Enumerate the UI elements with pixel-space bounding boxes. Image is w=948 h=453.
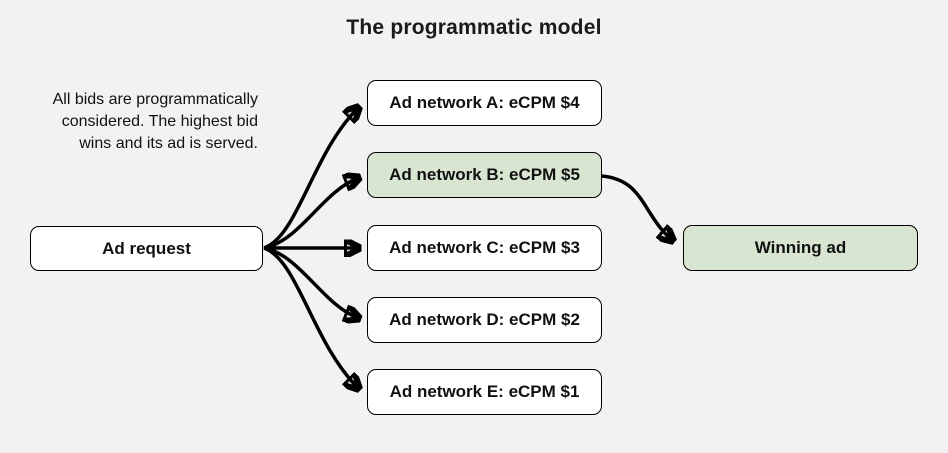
arrow-request-to-network-e <box>263 246 358 388</box>
ad-network-a-node: Ad network A: eCPM $4 <box>367 80 602 126</box>
arrow-request-to-network-a <box>263 108 358 250</box>
ad-network-e-label: Ad network E: eCPM $1 <box>389 382 580 401</box>
diagram-title: The programmatic model <box>346 16 602 39</box>
diagram-description: All bids are programmatically considered… <box>8 89 258 155</box>
ad-request-node: Ad request <box>30 226 263 271</box>
description-line: considered. The highest bid <box>61 113 258 130</box>
arrow-request-to-network-b <box>263 178 358 250</box>
winning-ad-node: Winning ad <box>683 225 918 271</box>
ad-network-b-node: Ad network B: eCPM $5 <box>367 152 602 198</box>
description-line: All bids are programmatically <box>52 91 258 108</box>
winning-ad-label: Winning ad <box>754 238 847 257</box>
ad-network-c-node: Ad network C: eCPM $3 <box>367 225 602 271</box>
ad-network-e-node: Ad network E: eCPM $1 <box>367 369 602 415</box>
arrow-request-to-network-d <box>263 246 358 318</box>
ad-network-d-label: Ad network D: eCPM $2 <box>389 310 580 329</box>
ad-network-d-node: Ad network D: eCPM $2 <box>367 297 602 343</box>
ad-network-b-label: Ad network B: eCPM $5 <box>389 165 580 184</box>
arrow-network-b-to-winning-ad <box>601 174 672 240</box>
ad-request-label: Ad request <box>102 238 191 258</box>
description-line: wins and its ad is served. <box>79 135 258 152</box>
ad-network-c-label: Ad network C: eCPM $3 <box>389 238 580 257</box>
ad-network-a-label: Ad network A: eCPM $4 <box>389 93 580 112</box>
